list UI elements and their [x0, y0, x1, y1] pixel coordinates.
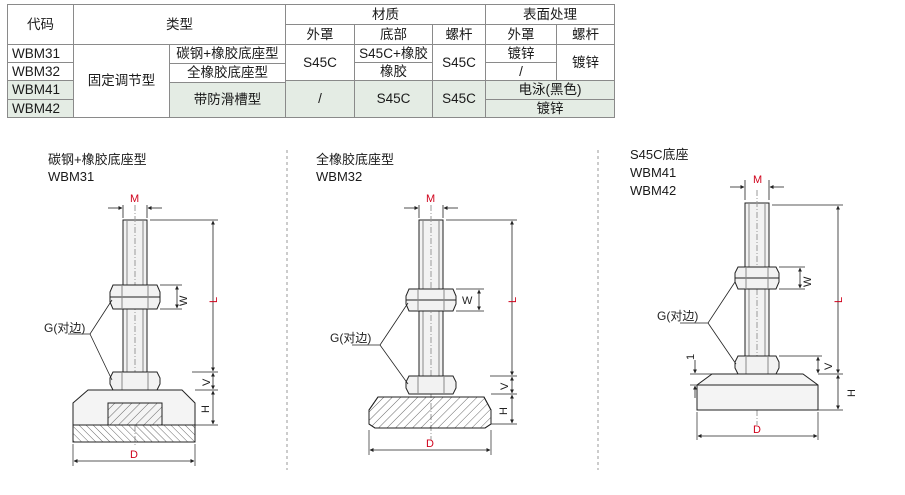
d3-label-one: 1	[685, 354, 697, 360]
header-type: 类型	[73, 4, 286, 45]
d1-label-l: L	[208, 297, 220, 303]
cover-material-2: /	[285, 80, 355, 118]
drawing-1	[68, 205, 218, 466]
d3-label-h: H	[846, 389, 858, 397]
code-wbm31: WBM31	[7, 44, 74, 63]
base-material-wbm32: 橡胶	[354, 62, 433, 81]
d1-label-g: G(对边)	[44, 321, 85, 335]
header-surface-cover: 外罩	[485, 24, 557, 45]
drawing-2-caption: 全橡胶底座型 WBM32	[316, 151, 394, 185]
d2-label-v: V	[499, 382, 511, 390]
fixed-type-label: 固定调节型	[74, 45, 170, 117]
type-cell: 固定调节型 碳钢+橡胶底座型 全橡胶底座型 带防滑槽型	[73, 44, 286, 118]
code-wbm41: WBM41	[7, 80, 74, 100]
d2-label-d: D	[426, 438, 434, 450]
d3-label-v: V	[823, 362, 835, 370]
surface-bolt-1: 镀锌	[556, 44, 615, 81]
drawing-3-caption-code-2: WBM42	[630, 183, 677, 198]
drawing-3	[680, 180, 843, 440]
d3-label-m: M	[753, 174, 762, 186]
drawing-3-dim-labels: M L W V H D 1 G(对边)	[657, 174, 858, 436]
bolt-material-2: S45C	[432, 80, 486, 118]
subtype-3: 带防滑槽型	[170, 82, 285, 117]
drawing-1-caption-code: WBM31	[48, 169, 95, 184]
spec-table: 代码 类型 材质 表面处理 外罩 底部 螺杆 外罩 螺杆 WBM31 固定调节型…	[7, 4, 615, 118]
drawing-3-caption-code-1: WBM41	[630, 165, 677, 180]
d1-label-m: M	[130, 193, 139, 205]
d3-label-d: D	[753, 424, 761, 436]
drawing-2	[352, 205, 517, 455]
drawing-3-caption-type: S45C底座	[630, 147, 689, 162]
header-material-bolt: 螺杆	[432, 24, 486, 45]
drawing-3-caption: S45C底座 WBM41 WBM42	[630, 146, 689, 200]
drawing-1-dim-labels: M L W V H D G(对边)	[44, 193, 220, 461]
drawing-2-dim-labels: M L W V H D G(对边)	[330, 193, 519, 450]
d2-label-m: M	[426, 193, 435, 205]
code-wbm32: WBM32	[7, 62, 74, 81]
subtype-2: 全橡胶底座型	[187, 65, 268, 81]
d2-label-l: L	[507, 297, 519, 303]
subtype-1: 碳钢+橡胶底座型	[170, 45, 285, 64]
drawing-1-caption-type: 碳钢+橡胶底座型	[48, 152, 147, 167]
d3-label-g: G(对边)	[657, 309, 698, 323]
drawing-1-caption: 碳钢+橡胶底座型 WBM31	[48, 151, 147, 185]
d3-label-w: W	[802, 276, 814, 287]
drawing-2-caption-code: WBM32	[316, 169, 363, 184]
bolt-material-1: S45C	[432, 44, 486, 81]
d1-label-h: H	[200, 405, 212, 413]
d2-label-h: H	[498, 407, 510, 415]
d1-label-d: D	[130, 449, 138, 461]
surface-wbm42: 镀锌	[485, 99, 615, 118]
d2-label-w: W	[462, 295, 473, 307]
code-wbm42: WBM42	[7, 99, 74, 118]
d3-label-l: L	[833, 297, 845, 303]
surface-cover-wbm32: /	[485, 62, 557, 81]
d1-label-v: V	[201, 378, 213, 386]
header-code: 代码	[7, 4, 74, 45]
base-material-2: S45C	[354, 80, 433, 118]
d2-label-g: G(对边)	[330, 331, 371, 345]
d1-label-w: W	[178, 295, 190, 306]
surface-wbm41: 电泳(黑色)	[485, 80, 615, 100]
drawing-2-caption-type: 全橡胶底座型	[316, 152, 395, 167]
